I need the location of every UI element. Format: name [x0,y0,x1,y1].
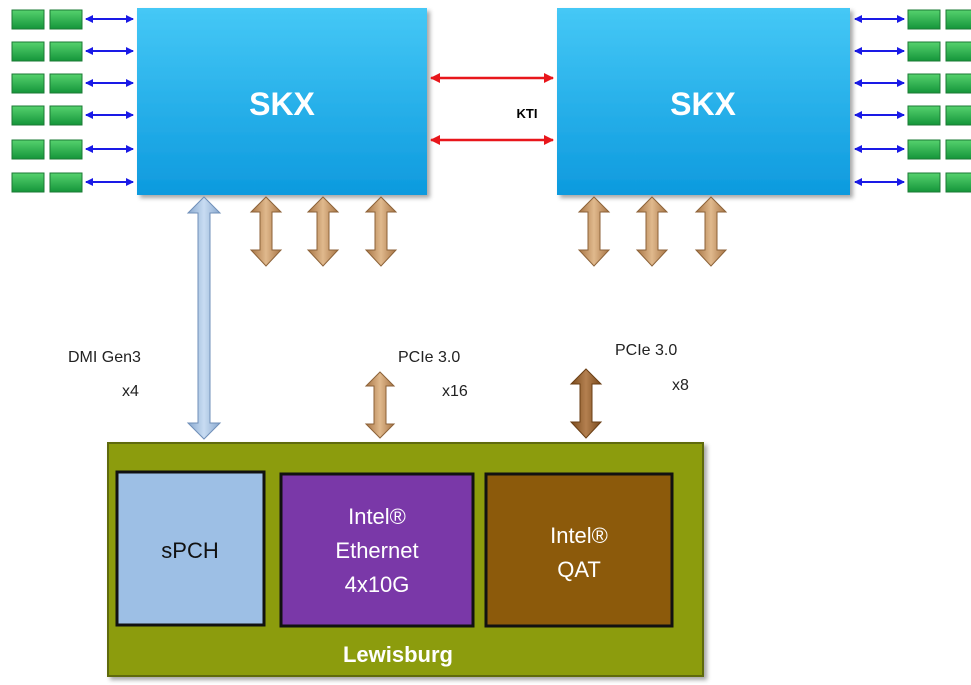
memory-channel [11,9,134,30]
pcie-x16-label-line2: x16 [442,383,468,400]
memory-channel [854,41,971,62]
kti-links [430,73,554,145]
right-memory-channels [854,9,971,193]
cpu-label-right: SKX [670,86,736,122]
pcie-x16-label-line1: PCIe 3.0 [398,349,461,366]
dmi-label-line1: DMI Gen3 [68,349,141,366]
memory-channel [11,73,134,94]
pcie-x8-label-line1: PCIe 3.0 [615,342,678,359]
spch-block [115,470,266,627]
memory-channel [854,139,971,160]
memory-channel [854,73,971,94]
pcie-x8-label-line2: x8 [672,377,689,394]
pcie-port-arrow [635,196,669,267]
dmi-label-line2: x4 [122,383,139,400]
memory-channel [854,172,971,193]
memory-channel [854,105,971,126]
cpu-pcie-ports [249,196,728,267]
dmi-link-arrow [186,196,222,440]
cpu-label-left: SKX [249,86,315,122]
qat-block [484,472,674,628]
memory-channel [11,139,134,160]
pcie-port-arrow [694,196,728,267]
cpu-block-left [137,8,427,195]
chipset-label: Lewisburg [343,642,453,667]
pcie-port-arrow [249,196,283,267]
spch-label: sPCH [161,538,218,563]
memory-channel [854,9,971,30]
pcie-port-arrow [577,196,611,267]
memory-channel [11,172,134,193]
pcie-x8-arrow [569,368,603,439]
pcie-port-arrow [306,196,340,267]
ethernet-label-line3: 4x10G [345,572,410,597]
pcie-x16-arrow [364,371,396,439]
qat-label-line1: Intel® [550,523,608,548]
ethernet-label-line2: Ethernet [335,538,418,563]
memory-channel [11,105,134,126]
memory-channel [11,41,134,62]
qat-label-line2: QAT [557,557,601,582]
ethernet-block [279,472,475,628]
kti-label: KTI [517,106,538,121]
pcie-port-arrow [364,196,398,267]
left-memory-channels [11,9,134,193]
ethernet-label-line1: Intel® [348,504,406,529]
cpu-block-right [557,8,850,195]
